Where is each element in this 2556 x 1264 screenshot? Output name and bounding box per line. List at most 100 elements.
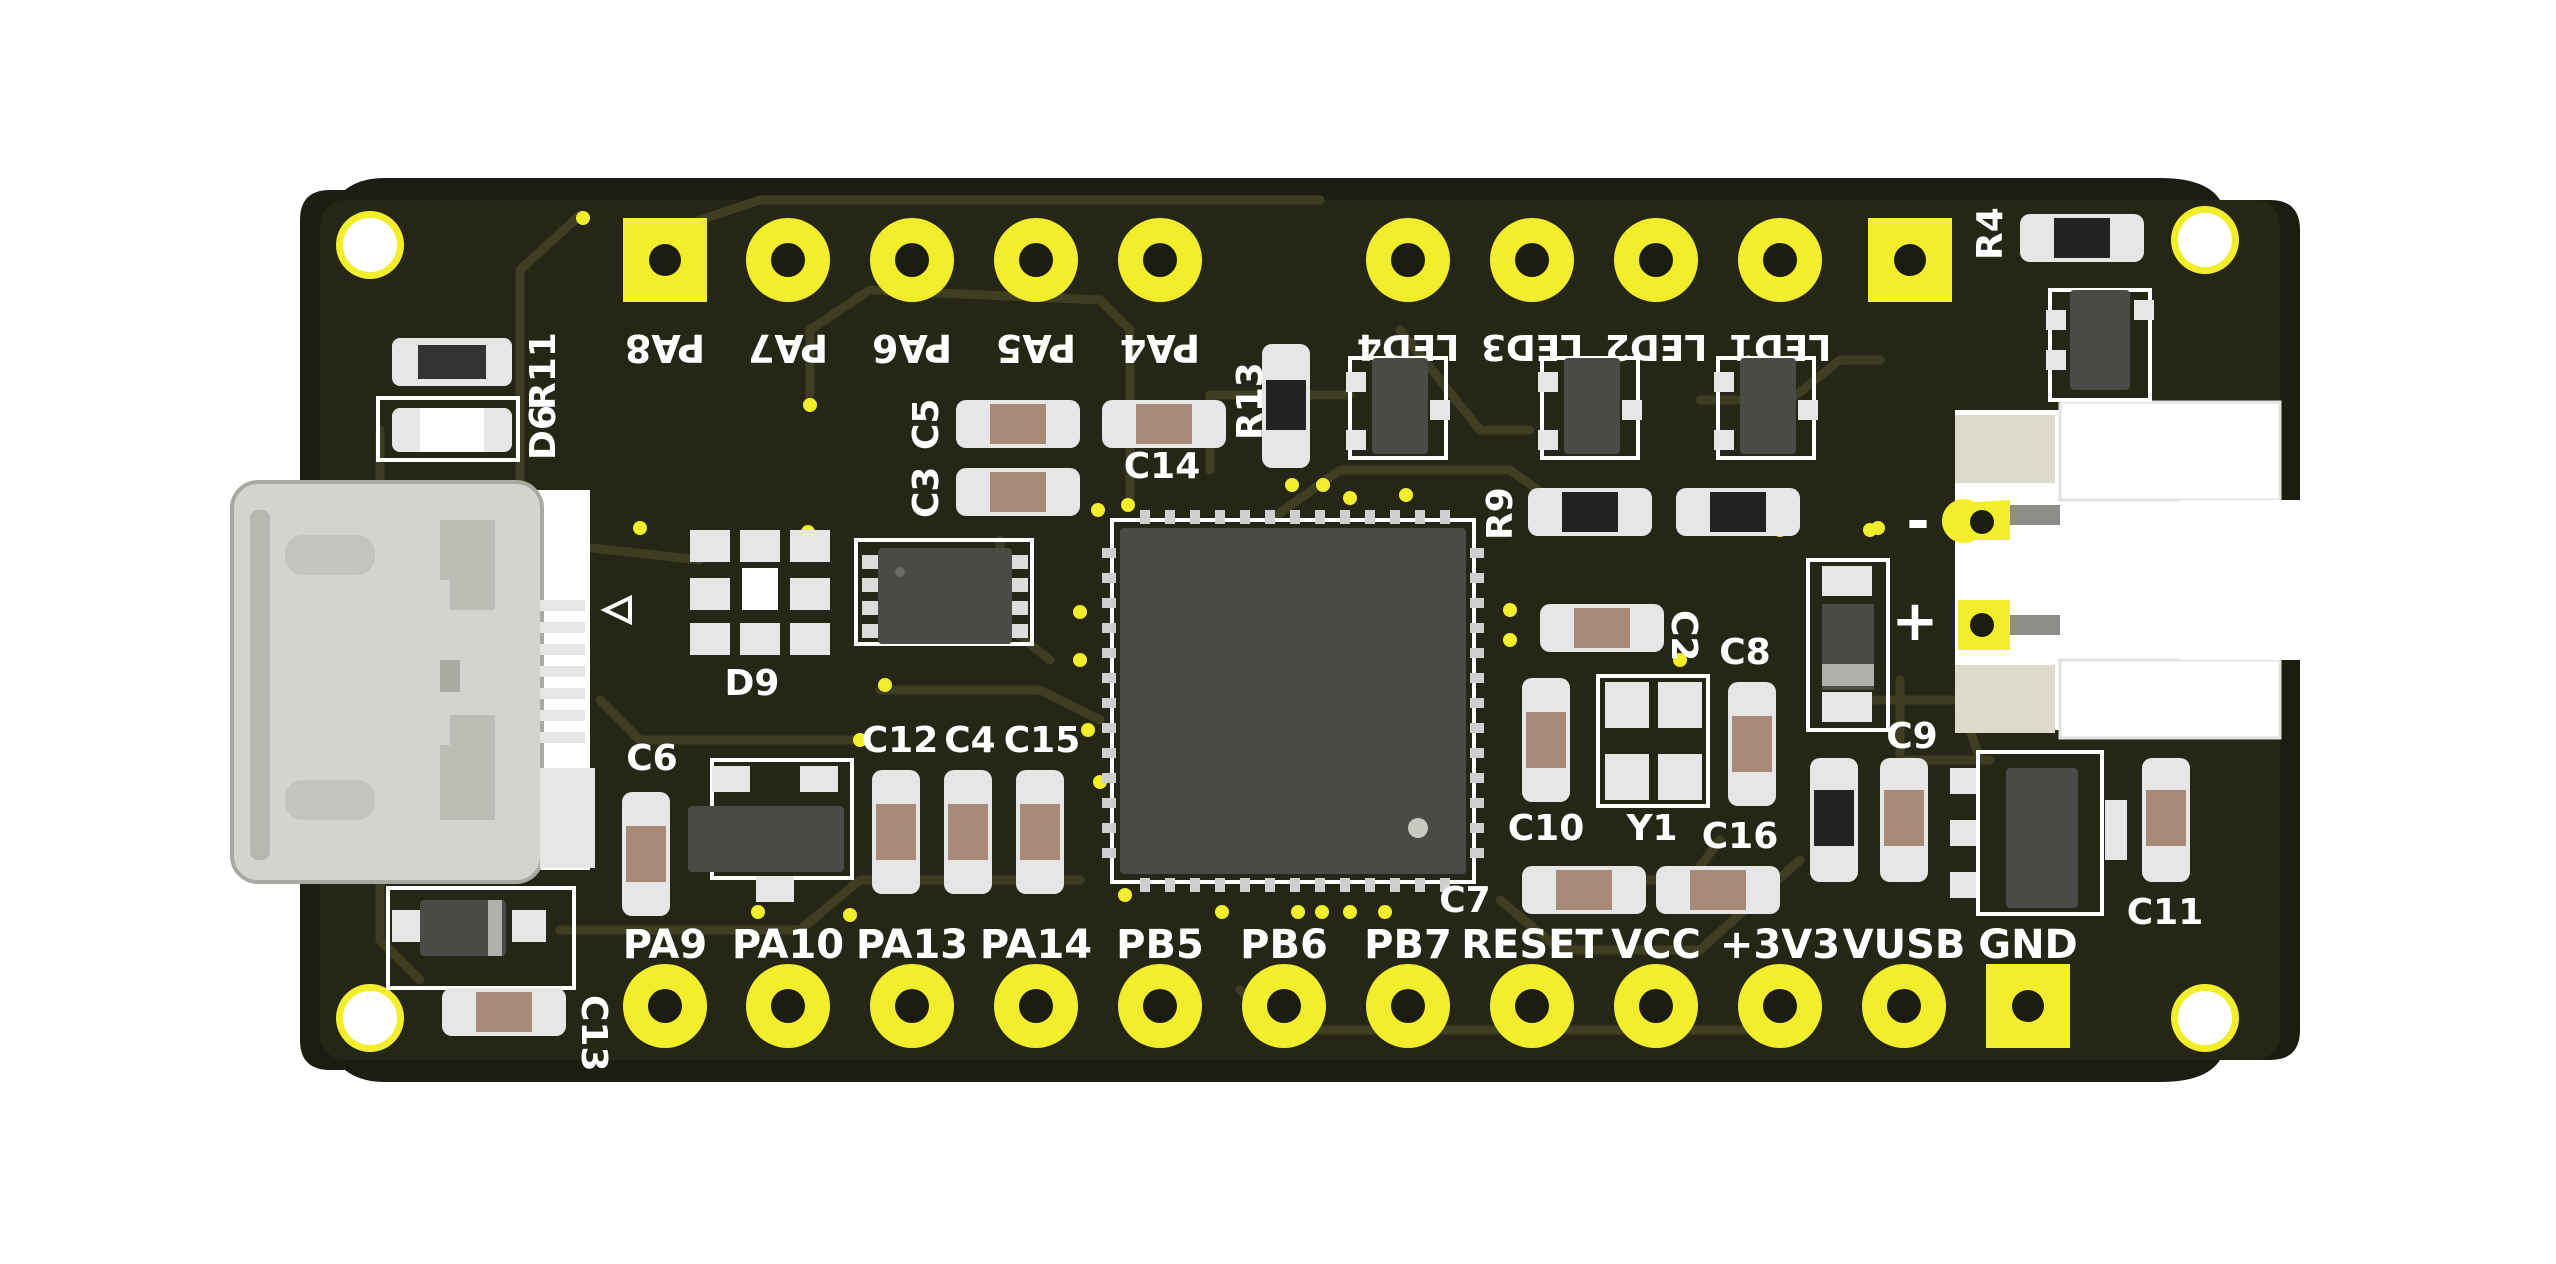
label-c2: C2 (1663, 610, 1704, 661)
pin-pb6-pad[interactable] (1242, 964, 1326, 1048)
pin-pb7-pad[interactable] (1366, 964, 1450, 1048)
pin-led4-pad[interactable] (1366, 218, 1450, 302)
c9-capacitor (1880, 758, 1928, 882)
pin-label-pa7: PA7 (748, 326, 828, 370)
pin-pa4-pad[interactable] (1118, 218, 1202, 302)
mcu-pins-right (1470, 548, 1484, 858)
q-led2-transistor (1714, 356, 1818, 460)
c11-capacitor (2142, 758, 2190, 882)
pin-label-reset: RESET (1461, 922, 1603, 968)
pin-3v3-pad[interactable] (1738, 964, 1822, 1048)
pin-pa8-pad[interactable] (623, 218, 707, 302)
battery-connector[interactable] (1941, 400, 2390, 740)
pin-label-pa10: PA10 (732, 922, 844, 968)
pin-label-pa14: PA14 (980, 922, 1092, 968)
label-c3: C3 (906, 467, 947, 518)
y1-crystal (1596, 674, 1710, 808)
c2-capacitor (1540, 604, 1664, 652)
pin-vusb-pad[interactable] (1862, 964, 1946, 1048)
label-c10: C10 (1508, 808, 1585, 849)
mcu-chip (1102, 510, 1484, 892)
pin1-marker (600, 594, 632, 626)
q-led4-transistor (1346, 356, 1450, 460)
pin-pa6-pad[interactable] (870, 218, 954, 302)
d9-diode-array (690, 530, 830, 655)
pin-label-led2: LED2 (1605, 326, 1707, 367)
mounting-holes (336, 206, 2239, 1052)
battery-plus-label: + (1892, 589, 1939, 654)
label-c7: C7 (1439, 880, 1490, 921)
led-resistor-2 (1676, 488, 1800, 536)
top-pin-header: PA8 PA7 PA6 PA5 PA4 (623, 218, 1202, 370)
sod-diode (688, 758, 854, 902)
pin-square-pad-right[interactable] (1868, 218, 1952, 302)
bottom-pin-labels: PA9 PA10 PA13 PA14 PB5 PB6 PB7 RESET VCC… (623, 922, 2078, 968)
r13-resistor (1262, 344, 1310, 468)
q-charger-transistor (2046, 288, 2154, 402)
pin-pb5-pad[interactable] (1118, 964, 1202, 1048)
c7-capacitor (1522, 866, 1646, 914)
pin-label-pb5: PB5 (1116, 922, 1204, 968)
battery-diode (1806, 558, 1890, 732)
pin-label-pa5: PA5 (996, 326, 1076, 370)
c15-capacitor (1016, 770, 1064, 894)
pin-led2-pad[interactable] (1614, 218, 1698, 302)
label-c9: C9 (1886, 716, 1937, 757)
label-c13: C13 (573, 995, 614, 1072)
pin-reset-pad[interactable] (1490, 964, 1574, 1048)
mcu-pins-top (1140, 510, 1450, 524)
label-y1: Y1 (1625, 808, 1677, 849)
pin-label-vcc: VCC (1611, 922, 1701, 968)
label-r11: R11 (523, 332, 564, 410)
r11-resistor (392, 338, 512, 386)
label-c6: C6 (626, 738, 677, 779)
pin-pa9-pad[interactable] (623, 964, 707, 1048)
pin-pa14-pad[interactable] (994, 964, 1078, 1048)
label-r13: R13 (1230, 362, 1271, 440)
c14-capacitor (1102, 400, 1226, 448)
pin-vcc-pad[interactable] (1614, 964, 1698, 1048)
pin-gnd-pad[interactable] (1986, 964, 2070, 1048)
soic8-chip (854, 538, 1034, 646)
led-pin-header: LED4 LED3 LED2 LED1 (1357, 218, 1952, 367)
usb-c-connector[interactable] (230, 480, 595, 884)
pin-label-pb6: PB6 (1240, 922, 1328, 968)
battery-minus-label: - (1906, 489, 1929, 554)
pin-pa13-pad[interactable] (870, 964, 954, 1048)
label-d6: D6 (523, 405, 564, 460)
q-led3-transistor (1538, 356, 1642, 460)
bottom-pin-header (623, 964, 2070, 1048)
pin-pa5-pad[interactable] (994, 218, 1078, 302)
pin-label-pa9: PA9 (623, 922, 707, 968)
pin-label-pa4: PA4 (1120, 326, 1200, 370)
pin-label-pb7: PB7 (1364, 922, 1452, 968)
c12-capacitor (872, 770, 920, 894)
mcu-pins-left (1102, 548, 1116, 858)
voltage-regulator (1950, 750, 2127, 916)
pin-led1-pad[interactable] (1738, 218, 1822, 302)
pin-label-3v3: +3V3 (1720, 922, 1840, 968)
pin-pa10-pad[interactable] (746, 964, 830, 1048)
label-r9: R9 (1480, 487, 1521, 540)
label-c14: C14 (1124, 446, 1201, 487)
d6-led (376, 396, 520, 462)
label-c4: C4 (944, 720, 995, 761)
label-c11: C11 (2127, 892, 2204, 933)
c8-capacitor (1728, 682, 1776, 806)
label-c8: C8 (1719, 632, 1770, 673)
c10-capacitor (1522, 678, 1570, 802)
pin-pa7-pad[interactable] (746, 218, 830, 302)
pin-led3-pad[interactable] (1490, 218, 1574, 302)
c9-left-part (1810, 758, 1858, 882)
pin-label-pa8: PA8 (625, 326, 705, 370)
c5-capacitor (956, 400, 1080, 448)
pin-label-pa13: PA13 (856, 922, 968, 968)
mcu-pins-bottom (1140, 878, 1450, 892)
pin-label-pa6: PA6 (872, 326, 952, 370)
label-c16: C16 (1702, 816, 1779, 857)
c16-capacitor (1656, 866, 1780, 914)
c6-capacitor (622, 792, 670, 916)
label-c12: C12 (862, 720, 939, 761)
c13-capacitor (442, 988, 566, 1036)
r4-resistor (2020, 214, 2144, 262)
